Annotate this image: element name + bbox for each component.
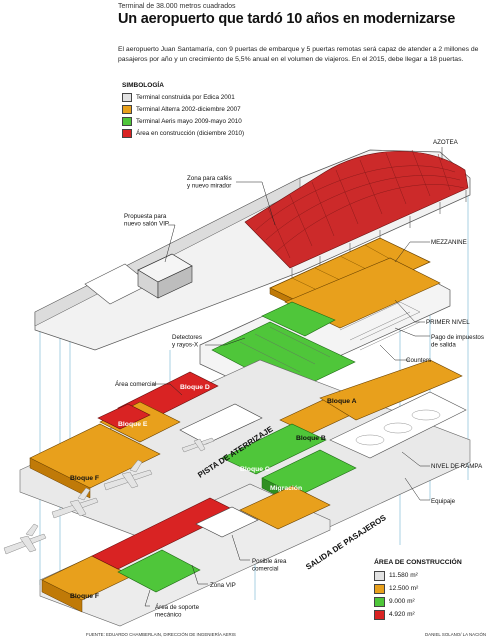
red-roof — [244, 150, 469, 269]
area-swatch — [374, 596, 385, 607]
area-item: 4.920 m² — [374, 608, 462, 621]
area-value: 12.500 m² — [389, 585, 419, 592]
legend-item-edica: Terminal construida por Edica 2001 — [122, 91, 244, 103]
legend-title: SIMBOLOGÍA — [122, 82, 164, 89]
author-credit: DANIEL SOLANO/ LA NACIÓN — [425, 632, 487, 637]
label-bloque-f-lower: Bloque F — [70, 593, 99, 600]
legend-label: Área en construcción (diciembre 2010) — [136, 129, 245, 137]
legend-item-construccion: Área en construcción (diciembre 2010) — [122, 127, 244, 139]
leader-lines — [144, 147, 443, 607]
area-item: 12.500 m² — [374, 582, 462, 595]
area-legend-title: ÁREA DE CONSTRUCCIÓN — [374, 559, 462, 566]
legend-item-aeris: Terminal Aeris mayo 2009-mayo 2010 — [122, 115, 244, 127]
area-value: 11.580 m² — [389, 572, 418, 579]
bloque-f-lower-side — [41, 579, 83, 613]
area-swatch — [374, 583, 385, 594]
label-azotea: AZOTEA — [433, 139, 459, 146]
lead-paragraph: El aeropuerto Juan Santamaría, con 9 pue… — [118, 46, 479, 63]
airplane-icon — [103, 459, 153, 491]
airplanes — [3, 437, 215, 555]
label-bloque-b: Bloque B — [296, 435, 326, 442]
courtyard-lower — [195, 506, 259, 538]
legend-label: Terminal Aeris mayo 2009-mayo 2010 — [136, 117, 242, 125]
airplane-icon — [181, 437, 215, 453]
area-legend: ÁREA DE CONSTRUCCIÓN 11.580 m² 12.500 m²… — [374, 559, 462, 621]
airplane-icon — [3, 523, 47, 555]
header: Terminal de 38.000 metros cuadrados Un a… — [118, 3, 488, 27]
page-title: Un aeropuerto que tardó 10 años en moder… — [118, 11, 456, 27]
bloque-f-upper-side — [29, 457, 91, 499]
label-nivel-rampa: NIVEL DE RAMPA — [431, 463, 483, 470]
label-area-comercial: Área comercial — [115, 381, 156, 388]
lower-green — [117, 549, 201, 593]
bloque-a-top — [319, 359, 463, 421]
area-value: 9.000 m² — [389, 598, 415, 605]
level1-green-back — [261, 301, 336, 337]
label-equipaje: Equipaje — [431, 498, 456, 505]
supratitle: Terminal de 38.000 metros cuadrados — [118, 3, 236, 10]
label-bloque-f-upper: Bloque F — [70, 475, 99, 482]
block-labels: Bloque A Bloque B Bloque C Bloque D Bloq… — [70, 384, 357, 600]
level1-interior — [239, 301, 421, 373]
area-value: 4.920 m² — [389, 611, 415, 618]
area-item: 9.000 m² — [374, 595, 462, 608]
legend-swatch — [122, 92, 132, 102]
label-primer-nivel: PRIMER NIVEL — [426, 319, 470, 326]
label-zona-vip: Zona VIP — [210, 582, 236, 589]
label-bloque-d: Bloque D — [180, 384, 210, 391]
legend-swatch — [122, 116, 132, 126]
legend-label: Terminal Alterra 2002-diciembre 2007 — [136, 105, 241, 113]
bloque-c-top — [221, 423, 327, 475]
legend-item-alterra: Terminal Alterra 2002-diciembre 2007 — [122, 103, 244, 115]
legend-swatch — [122, 128, 132, 138]
label-bloque-a: Bloque A — [327, 398, 357, 405]
legend-swatch — [122, 104, 132, 114]
baggage-carousels — [355, 409, 441, 446]
label-bloque-c: Bloque C — [240, 466, 270, 473]
label-bloque-e: Bloque E — [118, 421, 148, 428]
rampa-lower-level — [39, 483, 331, 627]
label-mezzanine: MEZZANINE — [431, 239, 467, 246]
bloque-e-red — [97, 403, 151, 430]
label-counters: Counters — [406, 357, 431, 364]
area-swatch — [374, 609, 385, 620]
airplane-icon — [51, 487, 99, 519]
red-roof-ribs — [255, 149, 465, 259]
area-item: 11.580 m² — [374, 569, 462, 582]
courtyard-upper — [179, 403, 263, 445]
label-migracion: Migración — [270, 485, 302, 492]
area-swatch — [374, 570, 385, 581]
baggage-area — [329, 391, 467, 459]
legend: SIMBOLOGÍA Terminal construida por Edica… — [122, 82, 244, 139]
source-credit: FUENTE: EDUARDO CHAMBERLAIN, DIRECCIÓN D… — [86, 632, 236, 637]
lower-orange-right — [239, 485, 331, 530]
rampa-upper-level — [19, 359, 471, 573]
vip-box-front — [157, 265, 193, 299]
legend-label: Terminal construida por Edica 2001 — [136, 93, 235, 101]
primer-nivel-level — [199, 257, 451, 393]
roof-level — [34, 149, 471, 351]
